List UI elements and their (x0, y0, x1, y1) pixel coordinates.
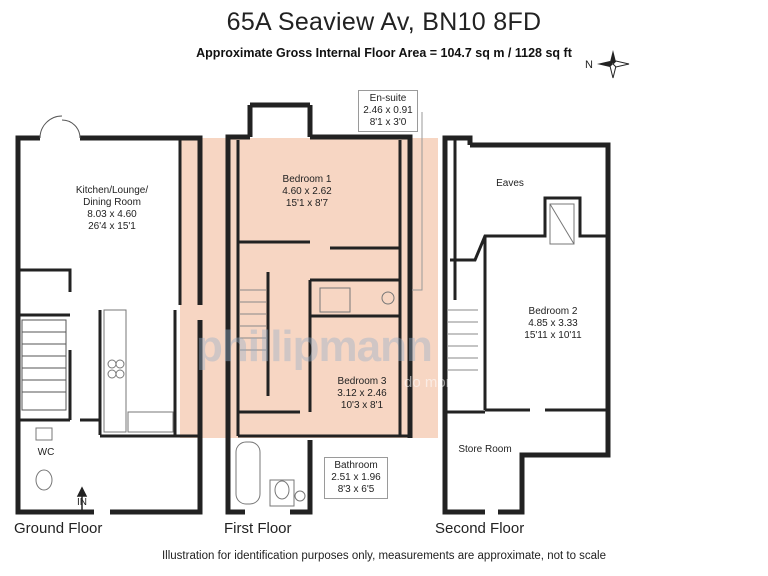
ground-stairs (21, 319, 67, 411)
skylight (549, 203, 575, 245)
watermark-brand: phillipmann (196, 322, 433, 371)
room-store: Store Room (458, 444, 512, 455)
room-metric: 4.60 x 2.62 (282, 186, 332, 197)
floor-label-first: First Floor (224, 520, 292, 537)
wc-fittings (35, 427, 53, 491)
page-title: 65A Seaview Av, BN10 8FD (226, 8, 542, 36)
room-name: Kitchen/Lounge/ (75, 185, 149, 196)
second-floor-inner-walls (445, 138, 608, 414)
room-imperial: 8'1 x 3'0 (369, 117, 407, 128)
bathroom-fittings (235, 287, 395, 507)
room-kitchen: Kitchen/Lounge/ Dining Room 8.03 x 4.60 … (62, 185, 162, 233)
room-eaves: Eaves (496, 178, 524, 189)
room-imperial: 10'3 x 8'1 (340, 400, 384, 411)
ground-floor-wall (15, 135, 94, 515)
room-wc: WC (37, 447, 55, 458)
room-name: Bedroom 3 (337, 376, 387, 387)
entrance-label: IN (77, 497, 87, 508)
room-bedroom-3: Bedroom 3 3.12 x 2.46 10'3 x 8'1 (322, 376, 402, 412)
second-floor-walls (442, 135, 611, 515)
ensuite-leader (412, 112, 423, 291)
room-name: Bathroom (334, 460, 378, 471)
floor-label-ground: Ground Floor (14, 520, 103, 537)
room-imperial: 15'11 x 10'11 (524, 330, 582, 341)
room-metric: 2.46 x 0.91 (363, 105, 413, 116)
room-name: En-suite (369, 93, 407, 104)
room-bathroom: Bathroom 2.51 x 1.96 8'3 x 6'5 (324, 457, 388, 499)
room-name: Bedroom 2 (528, 306, 578, 317)
room-metric: 2.51 x 1.96 (331, 472, 381, 483)
room-imperial: 26'4 x 15'1 (88, 221, 136, 232)
room-name: Dining Room (83, 197, 141, 208)
compass-north-label: N (585, 59, 593, 71)
floor-area-subtitle: Approximate Gross Internal Floor Area = … (196, 46, 572, 60)
first-floor-walls (225, 102, 413, 515)
kitchen-units (103, 309, 174, 433)
first-floor-stairs (240, 289, 266, 351)
second-floor-stairs (448, 309, 478, 371)
ground-floor-wall (80, 135, 203, 305)
room-bedroom-1: Bedroom 1 4.60 x 2.62 15'1 x 8'7 (262, 174, 352, 210)
entrance-arrow (76, 486, 88, 512)
compass-icon: N (585, 46, 631, 82)
walls (15, 135, 203, 515)
ground-floor-wall (18, 268, 72, 292)
room-imperial: 8'3 x 6'5 (337, 484, 375, 495)
room-ensuite: En-suite 2.46 x 0.91 8'1 x 3'0 (358, 90, 418, 132)
watermark-tagline: do more (404, 374, 460, 391)
disclaimer: Illustration for identification purposes… (161, 550, 607, 562)
room-metric: 8.03 x 4.60 (87, 209, 137, 220)
room-name: Bedroom 1 (282, 174, 332, 185)
first-floor-inner-walls (236, 140, 410, 438)
french-doors (39, 115, 81, 139)
room-bedroom-2: Bedroom 2 4.85 x 3.33 15'11 x 10'11 (508, 306, 598, 342)
ground-floor-wall (110, 435, 203, 515)
floor-label-second: Second Floor (435, 520, 525, 537)
room-metric: 4.85 x 3.33 (528, 318, 578, 329)
room-metric: 3.12 x 2.46 (337, 388, 387, 399)
room-imperial: 15'1 x 8'7 (285, 198, 329, 209)
